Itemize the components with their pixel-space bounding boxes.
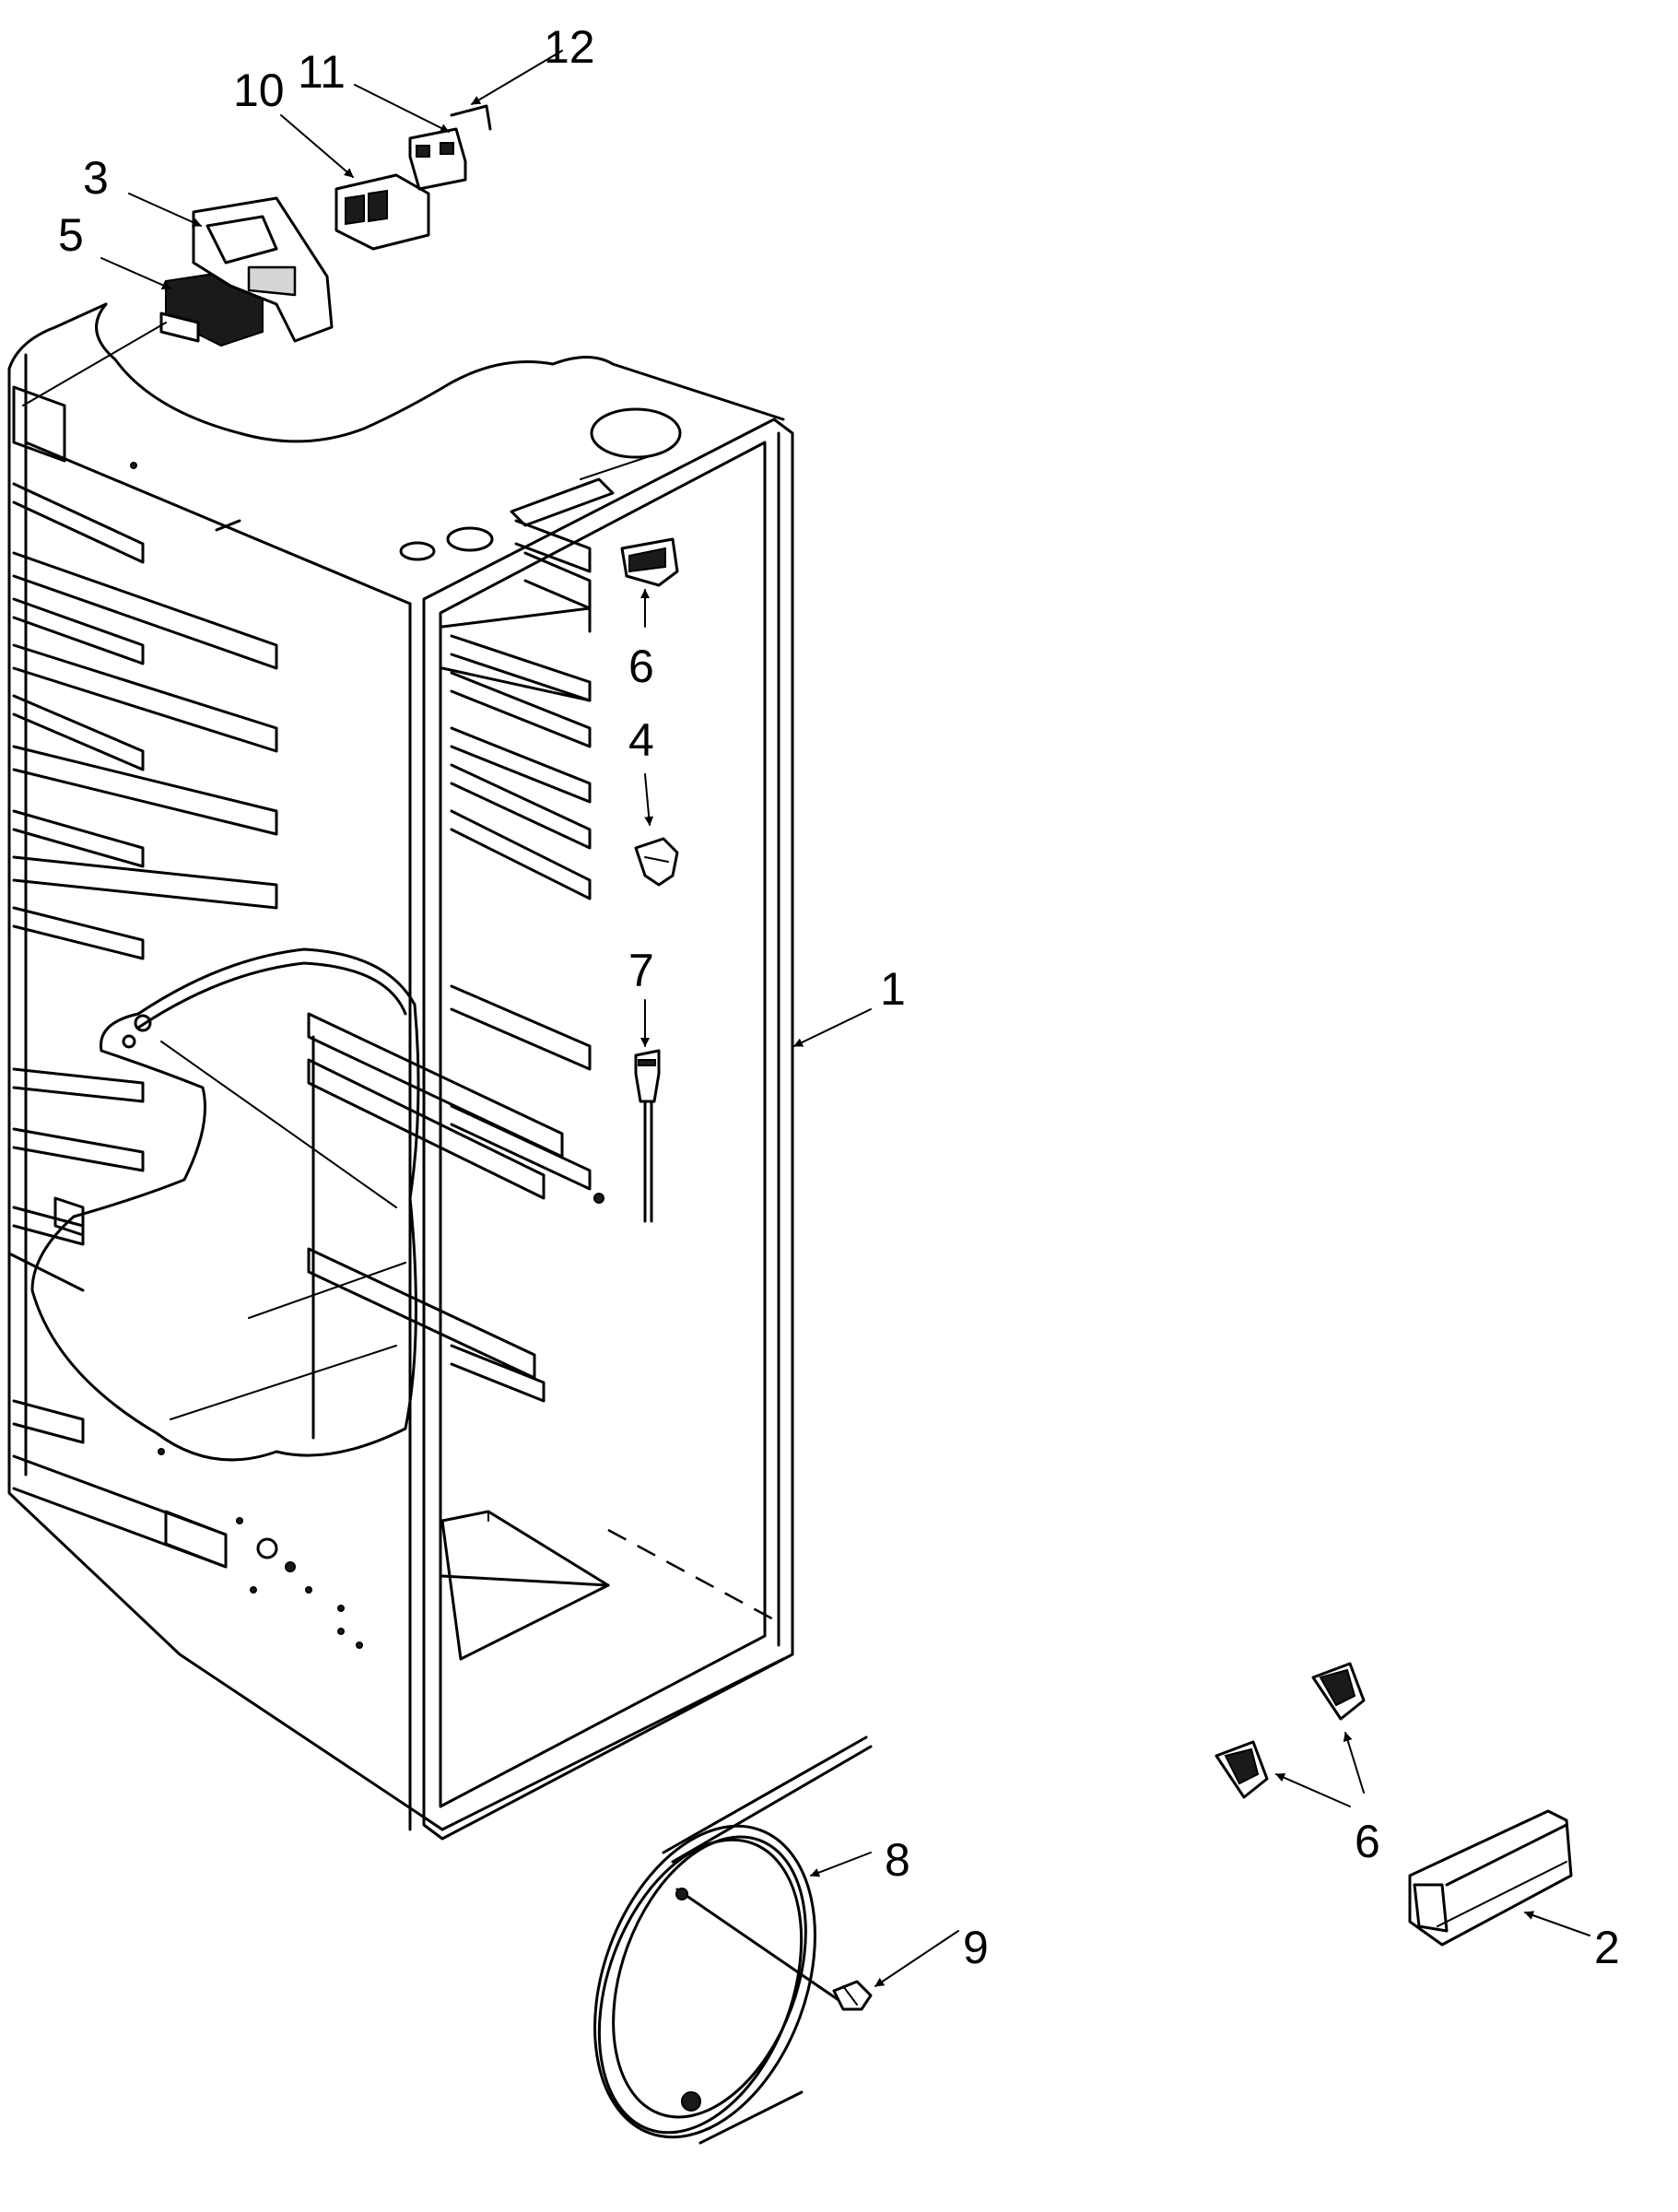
part-8-tubing-coil: [593, 1735, 873, 2145]
part-6-cap-upper: [620, 537, 679, 587]
part-9-screw: [832, 1980, 873, 2011]
callout-1: 1: [880, 963, 906, 1015]
callout-12: 12: [544, 21, 595, 73]
callout-6-lower: 6: [1355, 1816, 1380, 1867]
callout-2: 2: [1594, 1922, 1620, 1973]
callout-8: 8: [885, 1834, 910, 1886]
callout-11: 11: [298, 46, 346, 98]
part-6-cap-lower-right: [1311, 1662, 1366, 1721]
part-12-clip: [450, 104, 492, 131]
callout-4: 4: [628, 714, 654, 766]
callout-3: 3: [83, 152, 109, 204]
callout-5: 5: [58, 209, 84, 261]
callout-10: 10: [233, 65, 285, 116]
part-10-module: [334, 173, 430, 251]
callout-9: 9: [963, 1922, 989, 1973]
part-5-control-housing: [22, 270, 264, 406]
liner-cabinet: [7, 302, 794, 1841]
right-wall-rails: [440, 519, 592, 1403]
part-6-cap-lower-left: [1214, 1740, 1269, 1799]
part-4-clip: [634, 837, 679, 887]
part-11-plate: [408, 127, 467, 191]
part-7-sensor: [634, 1049, 661, 1223]
part-2-housing: [1408, 1809, 1573, 1947]
callout-labels: 12 11 10 3 5 6 4 7 1 8 9 6 2: [58, 21, 1620, 1973]
leader-lines: [100, 50, 1590, 1987]
left-wall-rails: [12, 482, 278, 1569]
callout-7: 7: [628, 945, 654, 996]
callout-6-upper: 6: [628, 641, 654, 692]
part-3-bracket: [192, 196, 334, 343]
